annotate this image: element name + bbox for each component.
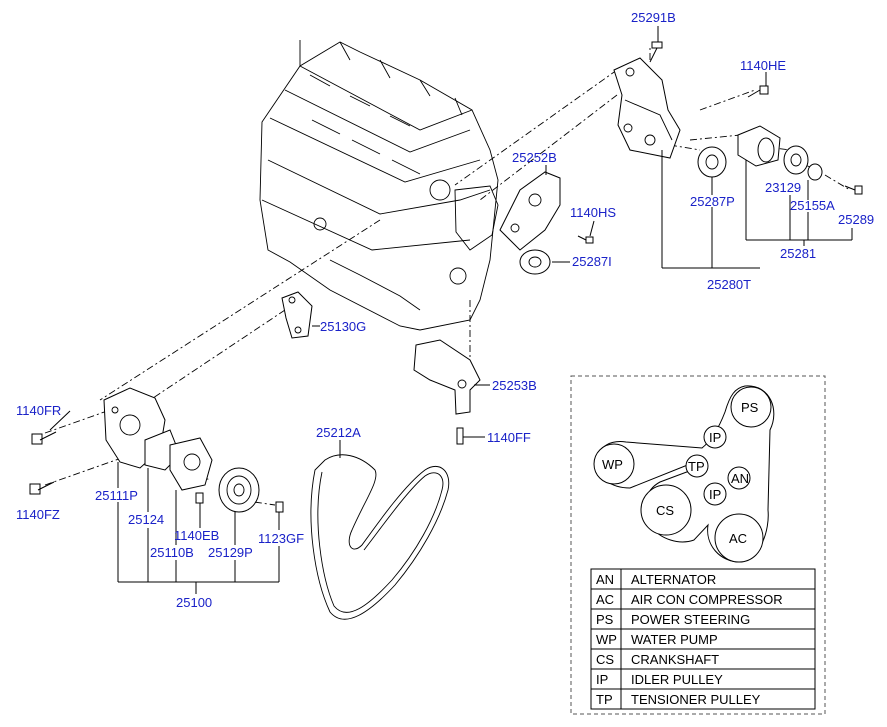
pulley-cs <box>640 484 692 536</box>
label-1140FR[interactable]: 1140FR <box>16 403 61 418</box>
pulley-tp <box>685 454 709 478</box>
bolt-1140FF <box>456 427 485 445</box>
legend-code: TP <box>596 692 613 707</box>
pulley-ip-mid <box>703 482 727 506</box>
label-25287I[interactable]: 25287I <box>572 254 612 269</box>
pulley-25287P <box>697 146 727 178</box>
tensioner-bracket <box>613 57 681 159</box>
bolt-1140FR <box>31 431 57 445</box>
pulley-an <box>727 466 751 490</box>
label-23129[interactable]: 23129 <box>765 180 801 195</box>
bolt-1140HE <box>747 85 769 98</box>
label-25212A[interactable]: 25212A <box>316 425 361 440</box>
pulley-ip-top <box>703 425 727 449</box>
water-pump-25110B <box>169 437 213 491</box>
legend-name: TENSIONER PULLEY <box>631 692 761 707</box>
label-25291B[interactable]: 25291B <box>631 10 676 25</box>
cap-25155A <box>807 163 823 181</box>
gasket-25130G <box>281 291 313 339</box>
pulley-cs-label: CS <box>656 503 674 518</box>
pulley-ac <box>714 513 764 563</box>
label-25124[interactable]: 25124 <box>128 512 164 527</box>
pulley-ac-label: AC <box>729 531 747 546</box>
belt-routing-inset: PS IP WP TP AN IP CS AC AN ALTERNATOR <box>570 375 826 715</box>
label-25100[interactable]: 25100 <box>176 595 212 610</box>
pulley-ip-top-label: IP <box>709 430 721 445</box>
label-25111P[interactable]: 25111P <box>95 488 138 503</box>
pulley-25129P <box>218 467 260 513</box>
pulley-wp-label: WP <box>602 457 623 472</box>
label-1140FF[interactable]: 1140FF <box>487 430 531 445</box>
label-1140HE[interactable]: 1140HE <box>740 58 786 73</box>
alignment-lines <box>44 48 851 506</box>
legend-name: WATER PUMP <box>631 632 718 647</box>
bolt-1140FZ <box>29 481 55 495</box>
label-25110B[interactable]: 25110B <box>150 545 194 560</box>
legend-name: ALTERNATOR <box>631 572 716 587</box>
label-25280T[interactable]: 25280T <box>707 277 751 292</box>
label-1140HS[interactable]: 1140HS <box>570 205 616 220</box>
pulley-an-label: AN <box>731 471 749 486</box>
label-25289[interactable]: 25289 <box>838 212 874 227</box>
pulley-tp-label: TP <box>688 459 705 474</box>
legend-name: IDLER PULLEY <box>631 672 723 687</box>
inset-border <box>570 375 826 715</box>
bolt-1140HS <box>577 235 594 244</box>
legend-table <box>590 568 816 710</box>
legend-code: WP <box>596 632 617 647</box>
label-25287P[interactable]: 25287P <box>690 194 735 209</box>
legend-code: CS <box>596 652 614 667</box>
label-25129P[interactable]: 25129P <box>208 545 253 560</box>
legend-name: AIR CON COMPRESSOR <box>631 592 783 607</box>
legend-code: IP <box>596 672 608 687</box>
engine-block-drawing <box>259 40 499 331</box>
legend-name: POWER STEERING <box>631 612 750 627</box>
label-25281[interactable]: 25281 <box>780 246 816 261</box>
pulley-ip-mid-label: IP <box>709 487 721 502</box>
legend-code: PS <box>596 612 614 627</box>
label-1140EB[interactable]: 1140EB <box>174 528 219 543</box>
bolt-25289 <box>844 185 863 195</box>
pulley-ps-label: PS <box>741 400 759 415</box>
bolt-1140EB <box>195 492 204 504</box>
bolt-25291B <box>649 41 663 63</box>
legend-code: AN <box>596 572 614 587</box>
bolt-1123GF <box>275 501 284 513</box>
label-1140FZ[interactable]: 1140FZ <box>16 507 60 522</box>
tensioner-assembly-25281 <box>737 125 781 167</box>
leader-lines <box>49 26 853 594</box>
pulley-ps <box>730 386 772 428</box>
drive-belt-25212A <box>310 454 450 620</box>
pulley-wp <box>593 443 635 485</box>
label-25252B[interactable]: 25252B <box>512 150 557 165</box>
bracket-25252B <box>499 171 561 251</box>
legend-code: AC <box>596 592 614 607</box>
pulley-23129 <box>783 145 809 175</box>
label-1123GF[interactable]: 1123GF <box>258 531 304 546</box>
legend-entries: AN ALTERNATOR AC AIR CON COMPRESSOR PS P… <box>596 572 783 707</box>
bracket-25253B <box>413 339 481 415</box>
label-25130G[interactable]: 25130G <box>320 319 366 334</box>
label-25253B[interactable]: 25253B <box>492 378 537 393</box>
pulley-25287I <box>519 249 551 275</box>
label-25155A[interactable]: 25155A <box>790 198 835 213</box>
part-number-labels: 25291B 1140HE 25252B 1140HS 25287I 23129… <box>16 10 874 610</box>
legend-name: CRANKSHAFT <box>631 652 719 667</box>
